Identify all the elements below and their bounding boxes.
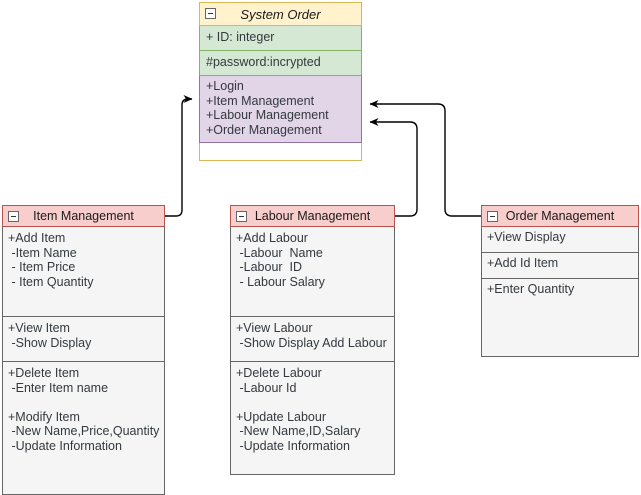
class-box-item-management[interactable]: Item Management +Add Item -Item Name - I…	[2, 205, 165, 495]
collapse-minus-icon[interactable]	[8, 211, 19, 222]
system-order-empty-compartment	[199, 143, 362, 161]
class-box-order-management[interactable]: Order Management +View Display +Add Id I…	[481, 205, 639, 357]
connector-order-management-to-system-order	[369, 100, 481, 217]
connector-item-management-to-system-order	[165, 95, 193, 217]
order-management-header[interactable]: Order Management	[481, 205, 639, 227]
system-order-attribute-password: #password:incrypted	[199, 51, 362, 76]
item-management-section-delete-modify: +Delete Item -Enter Item name +Modify It…	[2, 362, 165, 495]
item-management-section-view: +View Item -Show Display	[2, 317, 165, 362]
order-management-section-view-display: +View Display	[481, 227, 639, 253]
connector-labour-management-to-system-order	[369, 118, 418, 217]
order-management-title: Order Management	[505, 209, 615, 223]
labour-management-section-add: +Add Labour -Labour Name -Labour ID - La…	[230, 227, 395, 317]
system-order-title-bar[interactable]: System Order	[199, 2, 362, 26]
order-management-section-add-id-item: +Add Id Item	[481, 253, 639, 279]
labour-management-section-view: +View Labour -Show Display Add Labour	[230, 317, 395, 362]
collapse-minus-icon[interactable]	[487, 211, 498, 222]
class-box-system-order[interactable]: System Order + ID: integer #password:inc…	[199, 2, 362, 161]
class-box-labour-management[interactable]: Labour Management +Add Labour -Labour Na…	[230, 205, 395, 475]
labour-management-header[interactable]: Labour Management	[230, 205, 395, 227]
order-management-section-enter-quantity: +Enter Quantity	[481, 279, 639, 357]
labour-management-title: Labour Management	[254, 209, 371, 223]
collapse-minus-icon[interactable]	[236, 211, 247, 222]
item-management-header[interactable]: Item Management	[2, 205, 165, 227]
item-management-title: Item Management	[33, 209, 134, 223]
system-order-operations: +Login +Item Management +Labour Manageme…	[199, 76, 362, 143]
system-order-attribute-id: + ID: integer	[199, 26, 362, 51]
collapse-minus-icon[interactable]	[205, 8, 216, 19]
system-order-title: System Order	[240, 7, 321, 22]
item-management-section-add: +Add Item -Item Name - Item Price - Item…	[2, 227, 165, 317]
labour-management-section-delete-update: +Delete Labour -Labour Id +Update Labour…	[230, 362, 395, 475]
